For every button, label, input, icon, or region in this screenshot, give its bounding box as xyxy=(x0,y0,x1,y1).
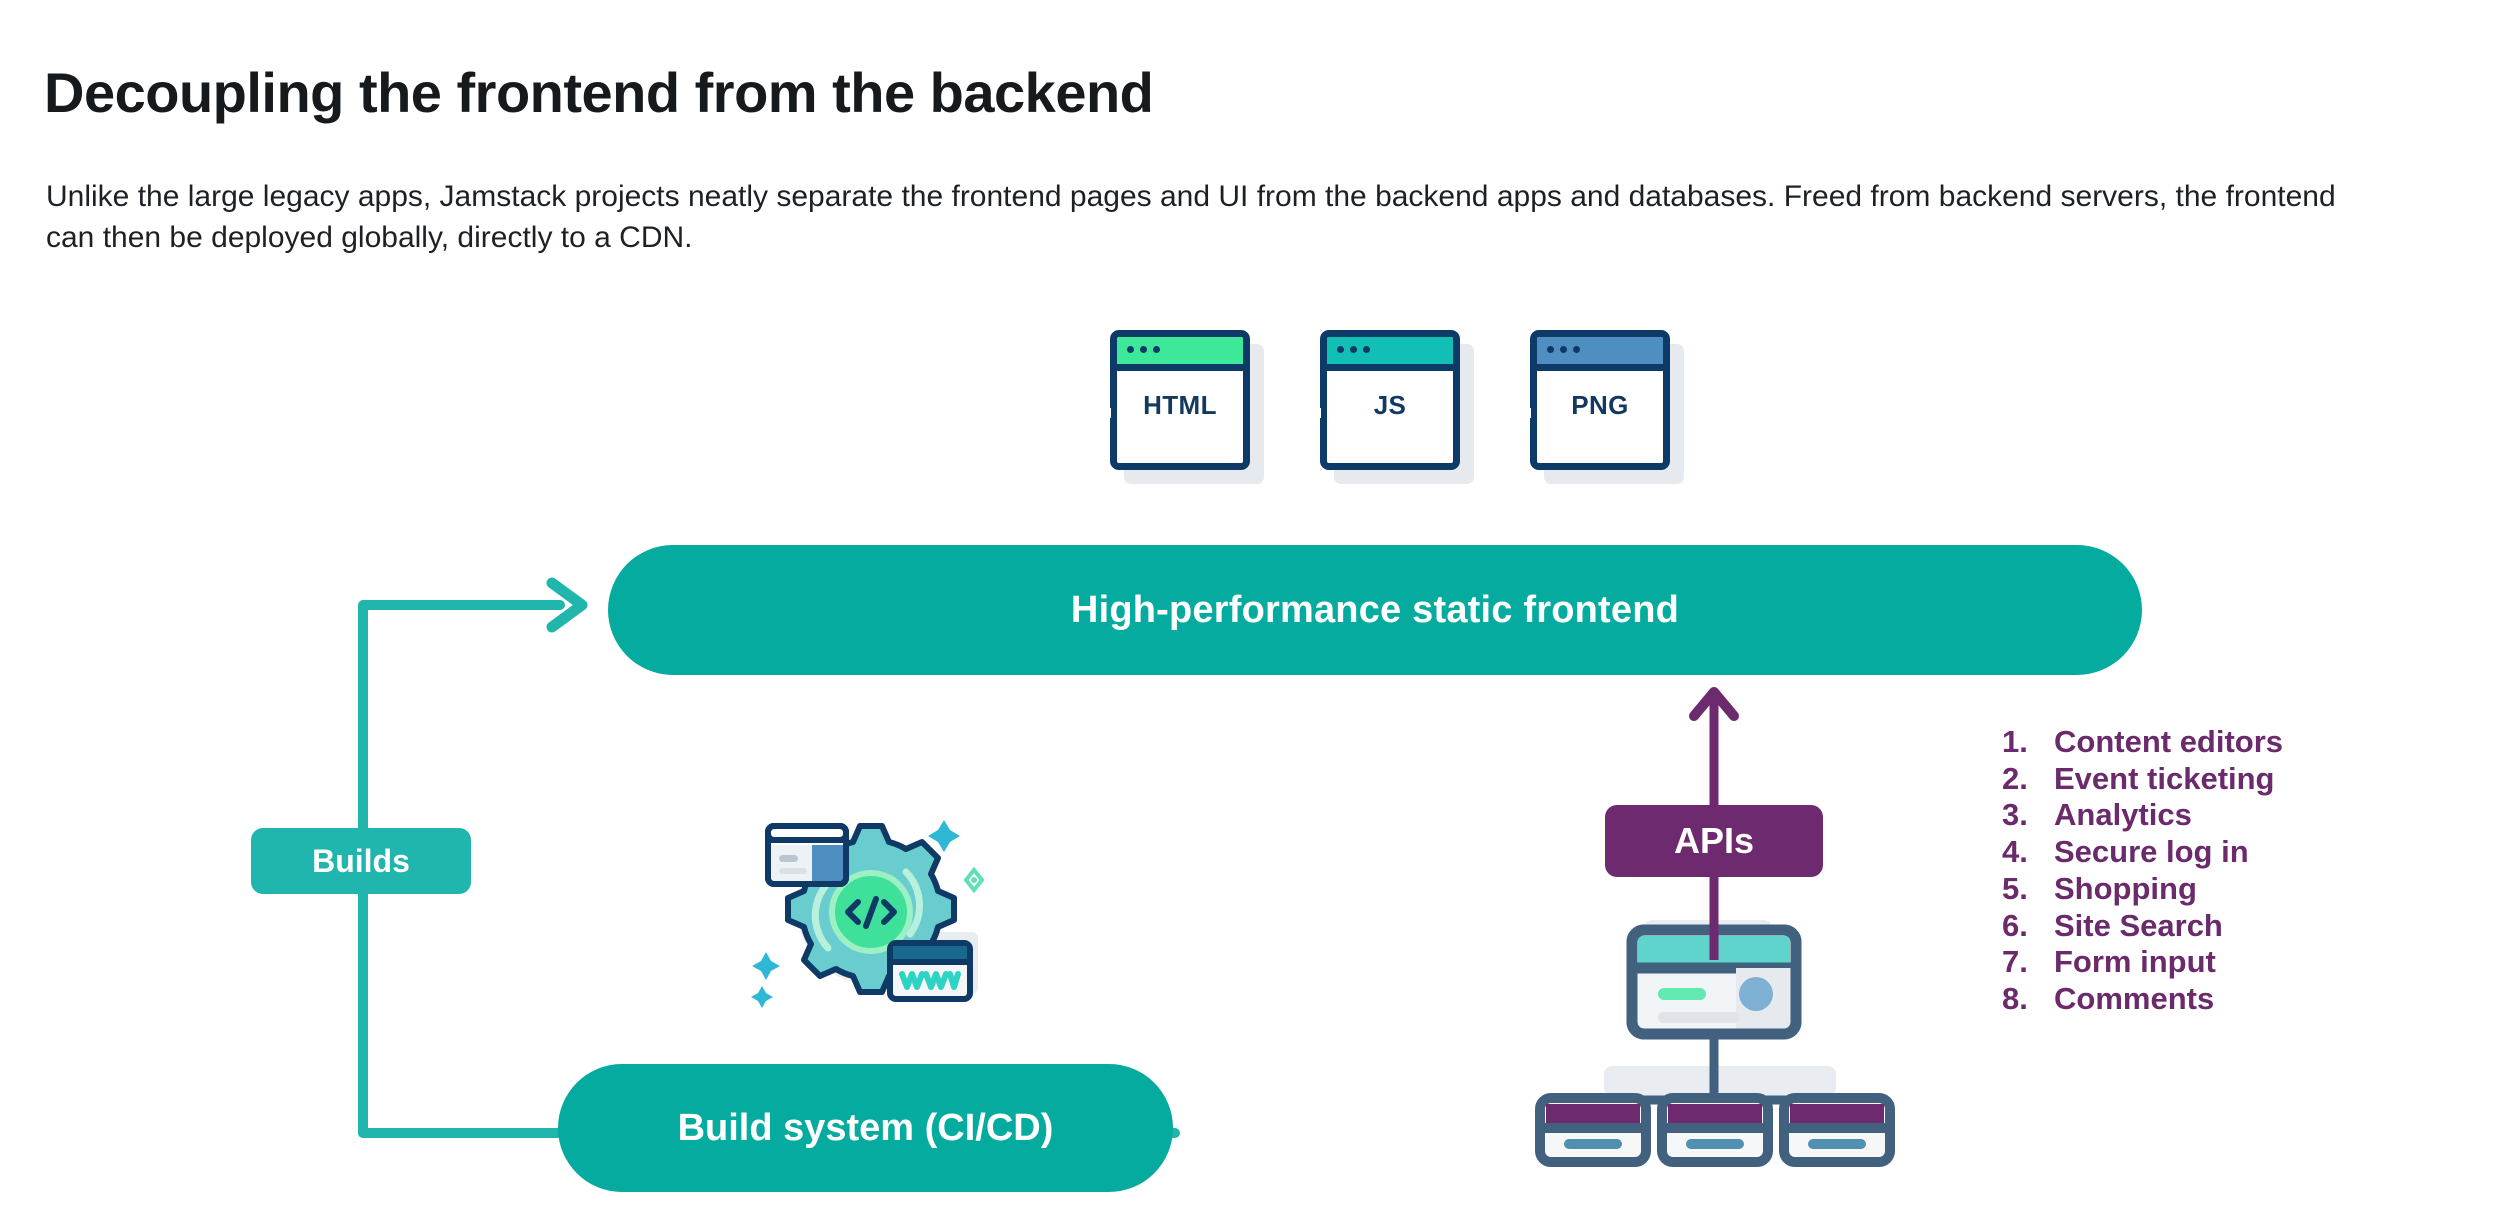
list-item-label: Form input xyxy=(2054,944,2216,980)
list-item-label: Site Search xyxy=(2054,907,2223,943)
card-underline xyxy=(1117,364,1243,371)
builds-label-pill[interactable]: Builds xyxy=(251,828,471,894)
list-item-label: Shopping xyxy=(2054,870,2197,906)
benefits-list: 1. Content editors 2. Event ticketing 3.… xyxy=(2002,724,2284,1019)
window-dots-icon xyxy=(1127,346,1160,353)
file-card-html: HTML xyxy=(1103,330,1264,484)
browser-window-icon: JS xyxy=(1320,330,1460,470)
arrow-right-teal xyxy=(546,577,588,633)
list-item-label: Secure log in xyxy=(2054,834,2249,870)
card-titlebar xyxy=(1117,337,1243,364)
apis-label: APIs xyxy=(1673,820,1755,861)
list-item-label: Event ticketing xyxy=(2054,760,2275,796)
list-item-number: 7. xyxy=(2002,944,2028,980)
gear-code-www-icon xyxy=(751,820,985,1008)
page-title: Decoupling the frontend from the backend xyxy=(44,60,1154,124)
list-item-number: 5. xyxy=(2002,870,2028,906)
list-item: 1. Content editors xyxy=(2002,724,2284,760)
file-card-png: PNG xyxy=(1523,330,1684,484)
list-item: 4. Secure log in xyxy=(2002,834,2283,870)
list-item: 7. Form input xyxy=(2002,945,2283,980)
list-item: 6. Site Search xyxy=(2002,907,2283,944)
list-item-number: 1. xyxy=(2002,724,2028,759)
high-performance-static-frontend-node[interactable]: High-performance static frontend xyxy=(608,545,2142,675)
list-item-number: 2. xyxy=(2002,760,2028,796)
card-titlebar xyxy=(1327,337,1453,364)
list-item-label: Content editors xyxy=(2054,724,2284,759)
list-item-number: 6. xyxy=(2002,907,2028,943)
window-dots-icon xyxy=(1547,346,1580,353)
list-item-number: 8. xyxy=(2002,981,2028,1017)
card-notch xyxy=(1313,408,1321,418)
list-item: 3. Analytics xyxy=(2002,798,2283,833)
file-card-label: HTML xyxy=(1143,390,1217,420)
builds-label: Builds xyxy=(312,842,410,879)
build-system-node[interactable]: Build system (CI/CD) xyxy=(558,1064,1173,1192)
card-underline xyxy=(1537,364,1663,371)
list-item: 2. Event ticketing xyxy=(2002,760,2283,797)
frontend-bar-label: High-performance static frontend xyxy=(1070,588,1680,631)
api-server-tree-icon xyxy=(1535,920,1895,1167)
list-item: 8. Comments xyxy=(2002,981,2283,1017)
list-item-label: Analytics xyxy=(2054,797,2192,833)
apis-node[interactable]: APIs xyxy=(1605,805,1823,877)
file-card-label: JS xyxy=(1373,390,1407,420)
card-notch xyxy=(1523,408,1531,418)
list-item: 5. Shopping xyxy=(2002,870,2283,907)
card-underline xyxy=(1327,364,1453,371)
card-notch xyxy=(1103,408,1111,418)
list-item-number: 3. xyxy=(2002,797,2028,833)
intro-paragraph: Unlike the large legacy apps, Jamstack p… xyxy=(46,180,2336,255)
arrow-up-purple xyxy=(1689,687,1739,721)
browser-window-icon: PNG xyxy=(1530,330,1670,470)
list-item-number: 4. xyxy=(2002,834,2028,870)
file-card-label: PNG xyxy=(1571,390,1629,420)
list-item-label: Comments xyxy=(2054,981,2215,1017)
window-dots-icon xyxy=(1337,346,1370,353)
file-card-js: JS xyxy=(1313,330,1474,484)
card-titlebar xyxy=(1537,337,1663,364)
build-system-label: Build system (CI/CD) xyxy=(677,1106,1054,1149)
browser-window-icon: HTML xyxy=(1110,330,1250,470)
